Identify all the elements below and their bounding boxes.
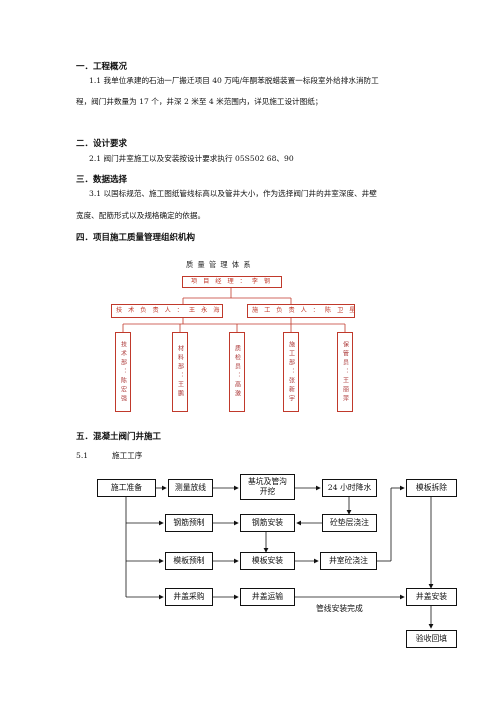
dept-tech-box: 技术部：陈宏强 — [115, 332, 131, 412]
section-1-para-line1: 1.1 我单位承建的石油一厂搬迁项目 40 万吨/年酮苯脱蜡装置一标段室外给排水… — [89, 76, 379, 85]
step-well-pour: 井室砼浇注 — [320, 552, 377, 570]
step-dewater: 24 小时降水 — [322, 479, 377, 497]
section-3-para-line1: 3.1 以国标规范、施工图纸管线标高以及管井大小，作为选择阀门井的井室深度、井壁 — [89, 189, 377, 198]
step-trench-line2: 开挖 — [259, 487, 276, 496]
step-form-remove: 模板拆除 — [406, 479, 457, 497]
step-prepare: 施工准备 — [97, 479, 156, 497]
step-trench: 基坑及管沟 开挖 — [240, 474, 295, 500]
section-5-1-number: 5.1 — [76, 451, 89, 460]
step-cover-purchase: 井盖采购 — [165, 588, 213, 606]
dept-material-box: 材料部：王鹏 — [172, 332, 188, 412]
step-trench-line1: 基坑及管沟 — [248, 477, 287, 486]
pipeline-complete-label: 管线安装完成 — [316, 604, 363, 613]
step-cover-install: 井盖安装 — [406, 588, 457, 606]
section-3-title: 三．数据选择 — [76, 175, 128, 185]
step-cover-transport: 井盖运输 — [240, 588, 295, 606]
section-4-title: 四．项目施工质量管理组织机构 — [76, 233, 196, 243]
step-form-prefab: 模板预制 — [165, 552, 213, 570]
dept-construction-box: 施工部：张新宇 — [283, 332, 299, 412]
dept-quality-box: 质检员：高激 — [229, 332, 245, 412]
section-5-title: 五．混凝土阀门井施工 — [76, 432, 162, 442]
step-rebar-install: 钢筋安装 — [240, 514, 295, 532]
step-rebar-prefab: 钢筋预制 — [165, 514, 213, 532]
section-2-title: 二．设计要求 — [76, 139, 128, 149]
section-1-para-line2: 程，阀门井数量为 17 个，井深 2 米至 4 米范围内，详见施工设计图纸； — [76, 97, 323, 106]
org-chart-title: 质 量 管 理 体 系 — [186, 260, 252, 269]
section-3-para-line2: 宽度、配筋形式以及规格确定的依据。 — [76, 211, 206, 220]
step-acceptance-backfill: 验收回填 — [406, 630, 457, 648]
dept-storage-box: 保管员：王丽萍 — [337, 332, 353, 412]
step-form-install: 模板安装 — [240, 552, 295, 570]
section-5-1-label: 施工工序 — [112, 451, 143, 460]
tech-lead-box: 技 术 负 责 人 ： 王 永 海 — [111, 304, 223, 318]
section-2-para: 2.1 阀门井室施工以及安装按设计要求执行 05S502 68、90 — [89, 154, 294, 163]
step-survey: 测量放线 — [168, 479, 213, 497]
construction-lead-box: 施 工 负 责 人 ： 陈 卫 星 — [247, 304, 355, 318]
section-1-title: 一．工程概况 — [76, 62, 128, 72]
step-cushion-pour: 砼垫层浇注 — [322, 514, 377, 532]
project-manager-box: 项 目 经 理 ： 李 钢 — [182, 276, 282, 288]
